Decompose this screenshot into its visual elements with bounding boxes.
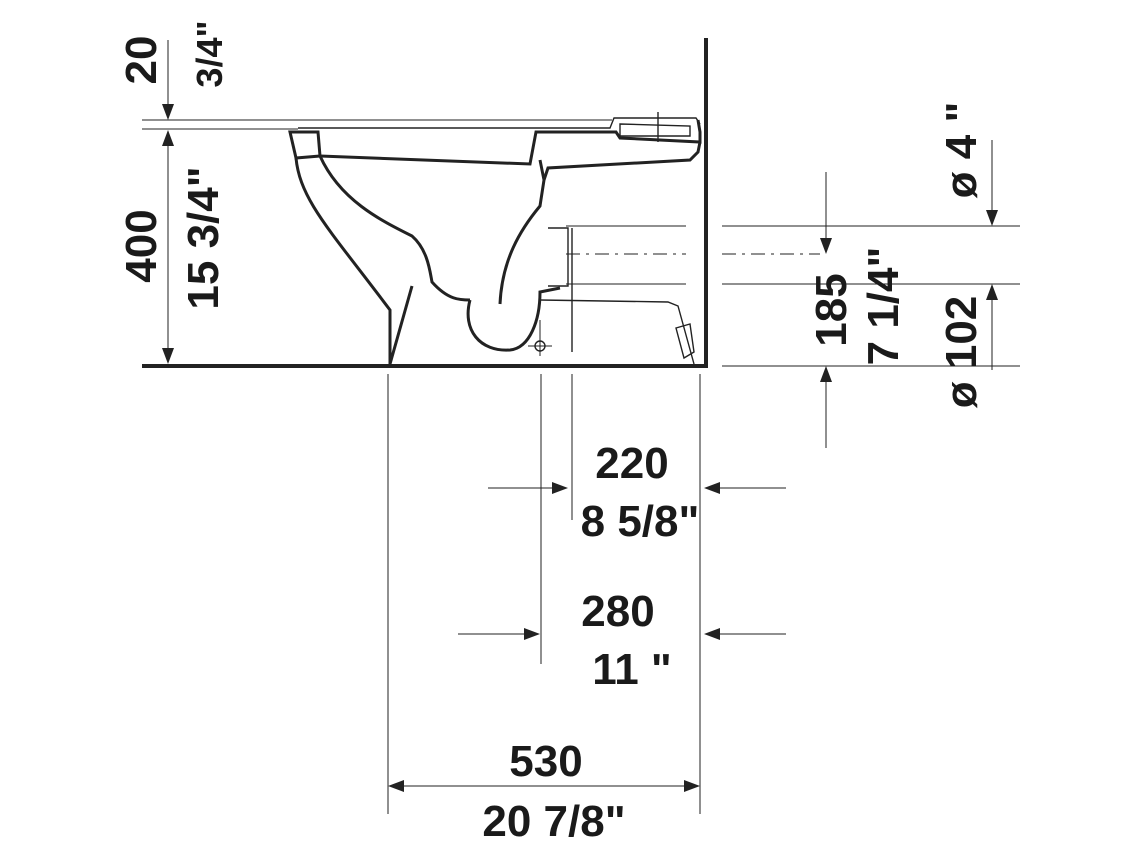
pipe-diameter-mm-label: ø 102 [937,296,986,409]
height-inch-label: 15 3/4" [179,166,228,309]
outlet-height-inch-label: 7 1/4" [859,247,908,366]
toilet-profile [288,112,702,365]
axis-280-inch-label: 11 " [592,645,672,694]
outlet-height-mm-label: 185 [807,273,856,346]
axis-220-mm-label: 220 [595,439,668,488]
depth-mm-label: 530 [509,737,582,786]
depth-inch-label: 20 7/8" [482,797,625,846]
axis-280-mm-label: 280 [581,587,654,636]
rim-offset-inch-label: 3/4" [189,20,230,87]
height-mm-label: 400 [117,209,166,282]
axis-220-inch-label: 8 5/8" [581,497,700,546]
pipe-diameter-inch-label: ø 4 " [937,102,986,199]
rim-offset-mm-label: 20 [117,36,166,85]
